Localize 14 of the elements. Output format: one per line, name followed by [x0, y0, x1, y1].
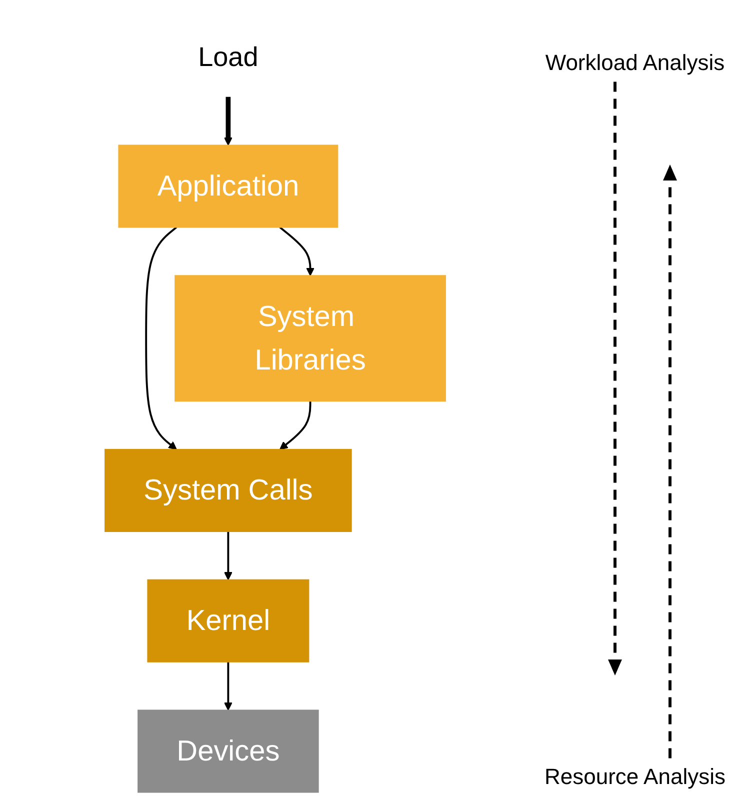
- arrow: [279, 226, 314, 276]
- arrow: [224, 662, 232, 711]
- arrow: [279, 401, 311, 450]
- node-box: System Calls: [104, 448, 352, 532]
- node-box: Devices: [137, 710, 319, 793]
- node-box: System Libraries: [174, 275, 446, 402]
- arrow: [224, 532, 232, 580]
- analysis-label: Workload Analysis: [545, 50, 725, 76]
- arrow: [224, 96, 232, 146]
- node-text: Load: [198, 42, 258, 72]
- analysis-label: Resource Analysis: [544, 764, 726, 790]
- node-box: Application: [118, 144, 338, 228]
- node-box: Kernel: [146, 579, 309, 662]
- arrow: [144, 226, 177, 450]
